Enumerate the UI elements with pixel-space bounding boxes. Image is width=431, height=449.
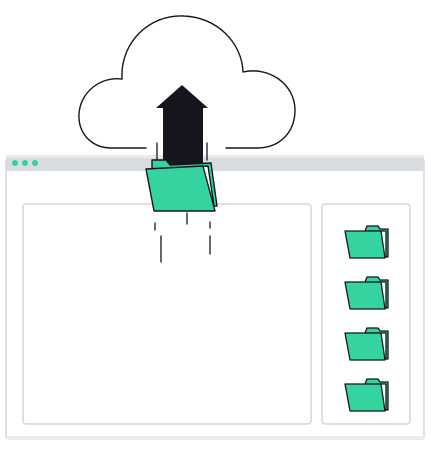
folder-front: [344, 230, 386, 259]
sidebar-folders: [344, 225, 389, 412]
folder-front: [145, 165, 216, 212]
window-dot[interactable]: [32, 160, 38, 166]
cloud-icon: [78, 15, 296, 149]
sidebar-folder-icon[interactable]: [344, 276, 389, 310]
upload-arrow-icon: [156, 85, 208, 167]
window-title-bar-highlight: [6, 155, 424, 158]
uploading-folder-icon: [145, 159, 218, 212]
sidebar-folder-icon[interactable]: [344, 225, 389, 259]
motion-lines: [154, 142, 211, 263]
sidebar-folder-icon[interactable]: [344, 327, 389, 361]
folder-front: [344, 281, 386, 310]
window-dots: [12, 160, 38, 166]
window-dot[interactable]: [22, 160, 28, 166]
window-dot[interactable]: [12, 160, 18, 166]
sidebar-panel[interactable]: [321, 203, 411, 425]
arrow-shaft: [163, 107, 203, 167]
main-panel[interactable]: [22, 203, 312, 425]
folder-front: [344, 332, 386, 361]
window-shadow: [8, 436, 424, 440]
folder-front: [344, 383, 386, 412]
window-title-bar: [6, 155, 424, 171]
arrow-head: [156, 85, 208, 108]
browser-window: [5, 155, 425, 440]
sidebar-folder-icon[interactable]: [344, 378, 389, 412]
